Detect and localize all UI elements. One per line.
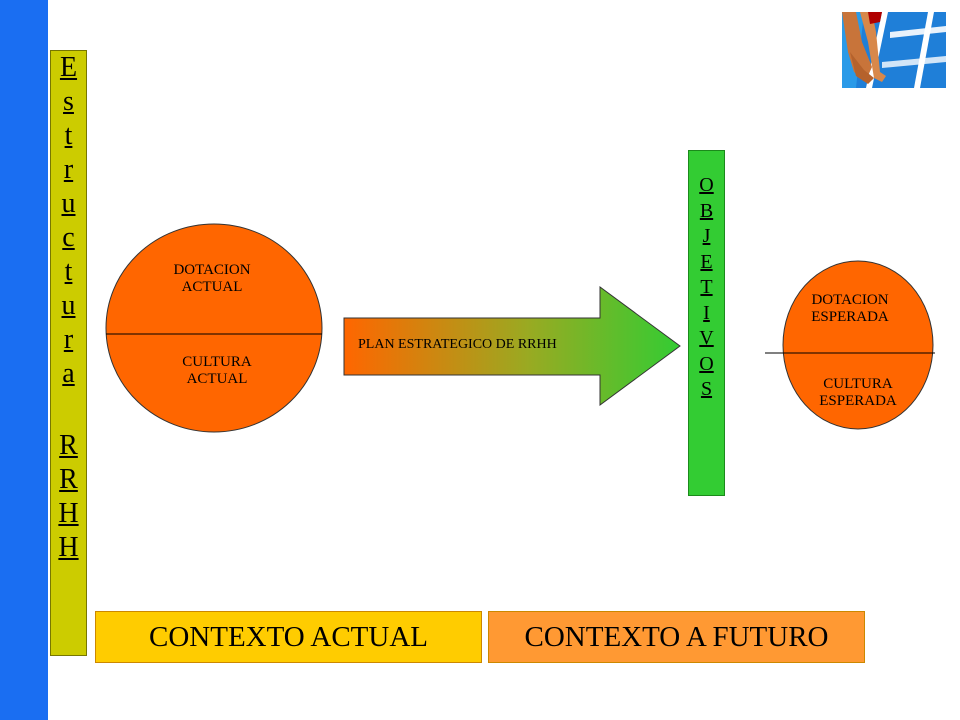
side-letter: H <box>58 498 79 529</box>
side-letter: R <box>59 464 78 495</box>
side-letter: s <box>63 86 74 117</box>
side-letter: c <box>62 222 75 253</box>
plan-estrategico-arrow <box>343 286 681 406</box>
estructura-rrhh-vertical-label: E s t r u c t u r a R R H H <box>50 50 87 656</box>
side-letter: r <box>63 324 74 355</box>
objetivos-letter: V <box>699 327 714 349</box>
left-accent-bar <box>0 0 48 720</box>
objetivos-box: O B J E T I V O S <box>688 150 725 496</box>
future-top-text: DOTACION ESPERADA <box>811 292 889 325</box>
current-bottom-text: CULTURA ACTUAL <box>182 354 252 387</box>
side-letter: u <box>61 290 76 321</box>
side-letter: a <box>62 358 75 389</box>
side-letter: E <box>59 52 78 83</box>
objetivos-letter: J <box>702 225 711 247</box>
side-letter: t <box>64 120 73 151</box>
future-bottom-text: CULTURA ESPERADA <box>819 376 897 409</box>
future-state-circle <box>782 260 934 430</box>
objetivos-letter: B <box>699 199 714 222</box>
objetivos-letter: O <box>699 174 714 196</box>
objetivos-letter: O <box>699 352 714 375</box>
side-letter: t <box>64 256 73 287</box>
objetivos-letter: E <box>700 250 713 273</box>
side-letter: u <box>61 188 76 219</box>
side-letter: r <box>63 154 74 185</box>
objetivos-letter: T <box>700 276 713 298</box>
side-letter: H <box>58 532 79 563</box>
current-state-circle <box>105 223 323 433</box>
side-letter: R <box>59 430 78 461</box>
objetivos-letter: I <box>703 301 710 324</box>
current-top-text: DOTACION ACTUAL <box>173 262 251 295</box>
contexto-actual-box: CONTEXTO ACTUAL <box>95 611 482 663</box>
objetivos-letter: S <box>700 378 713 400</box>
athlete-start-photo <box>842 12 946 88</box>
contexto-futuro-box: CONTEXTO A FUTURO <box>488 611 865 663</box>
arrow-label: PLAN ESTRATEGICO DE RRHH <box>358 337 557 352</box>
